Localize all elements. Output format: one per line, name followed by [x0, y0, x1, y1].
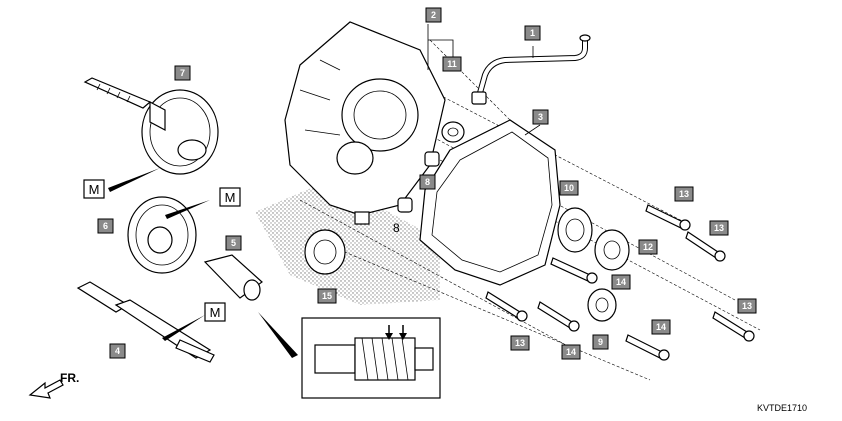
- pinion-detail-inset: [258, 312, 441, 399]
- pinion-part-5: [203, 254, 263, 301]
- marker-m-3: M: [204, 302, 226, 322]
- svg-text:M: M: [225, 190, 236, 205]
- svg-text:8: 8: [425, 177, 430, 187]
- callout-14-b: 14: [561, 344, 581, 360]
- svg-text:10: 10: [564, 183, 574, 193]
- bolts: [485, 204, 755, 361]
- svg-text:13: 13: [714, 223, 724, 233]
- gear-part-6: [127, 196, 197, 274]
- seal-part-12: [594, 229, 630, 271]
- svg-text:7: 7: [180, 68, 185, 78]
- svg-text:5: 5: [231, 238, 236, 248]
- dowel-pins-8: [397, 151, 440, 213]
- svg-text:13: 13: [679, 189, 689, 199]
- svg-text:M: M: [89, 182, 100, 197]
- svg-text:12: 12: [643, 242, 653, 252]
- dotted-shadow-area: [255, 180, 440, 305]
- gasket-part-3: [419, 119, 561, 286]
- seal-part-11: [441, 121, 465, 143]
- callout-5: 5: [225, 235, 242, 251]
- shaft-part-4: [76, 281, 215, 363]
- callout-13-a: 13: [674, 186, 694, 202]
- callout-12: 12: [638, 239, 658, 255]
- callout-1: 1: [524, 25, 541, 41]
- callout-2: 2: [425, 7, 442, 23]
- callout-15: 15: [317, 288, 337, 304]
- svg-text:4: 4: [115, 346, 120, 356]
- svg-text:6: 6: [103, 221, 108, 231]
- svg-text:11: 11: [447, 59, 457, 69]
- callout-10: 10: [559, 180, 579, 196]
- callout-7: 7: [174, 65, 191, 81]
- callout-3: 3: [532, 109, 549, 125]
- svg-text:14: 14: [656, 322, 666, 332]
- svg-text:1: 1: [530, 28, 535, 38]
- front-arrow: FR.: [28, 371, 79, 399]
- callout-4: 4: [109, 343, 126, 359]
- marker-leaders: [108, 168, 210, 341]
- hose-part-1: [471, 34, 591, 105]
- svg-text:2: 2: [431, 10, 436, 20]
- callout-13-d: 13: [510, 335, 530, 351]
- callout-9: 9: [592, 334, 609, 350]
- svg-text:13: 13: [515, 338, 525, 348]
- svg-text:3: 3: [538, 112, 543, 122]
- svg-text:15: 15: [322, 291, 332, 301]
- diagram-code: KVTDE1710: [757, 403, 807, 413]
- svg-text:9: 9: [598, 337, 603, 347]
- bearing-part-15: [304, 229, 346, 275]
- callout-11: 11: [442, 56, 462, 72]
- callout-6: 6: [97, 218, 114, 234]
- marker-m-2: M: [219, 187, 241, 207]
- shaft-part-7: [83, 77, 219, 175]
- bearing-part-9: [587, 288, 617, 322]
- callout-14-c: 14: [651, 319, 671, 335]
- callout-14-a: 14: [611, 274, 631, 290]
- plain-label-8: 8: [393, 221, 400, 235]
- front-label: FR.: [60, 371, 79, 385]
- callout-leaders: [427, 24, 541, 136]
- svg-text:14: 14: [616, 277, 626, 287]
- bearing-part-10: [557, 207, 593, 253]
- svg-text:M: M: [210, 305, 221, 320]
- callout-13-b: 13: [709, 220, 729, 236]
- callout-13-c: 13: [737, 298, 757, 314]
- svg-text:13: 13: [742, 301, 752, 311]
- svg-text:14: 14: [566, 347, 576, 357]
- callout-8: 8: [419, 174, 436, 190]
- marker-m-1: M: [83, 179, 105, 199]
